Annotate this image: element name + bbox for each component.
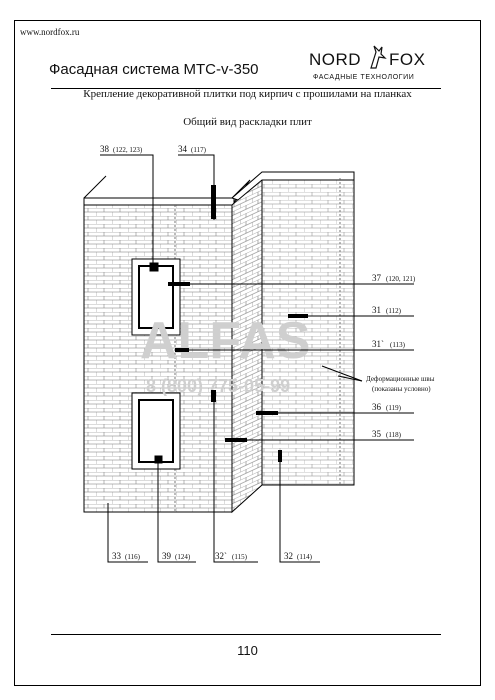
- svg-text:(118): (118): [386, 431, 402, 439]
- svg-text:32: 32: [284, 551, 293, 561]
- site-url[interactable]: www.nordfox.ru: [20, 27, 80, 37]
- callout-39: 39 (124): [162, 551, 191, 561]
- svg-text:(116): (116): [125, 553, 141, 561]
- fox-icon: [370, 45, 387, 69]
- callout-38: 38 (122, 123): [100, 144, 143, 154]
- svg-text:(124): (124): [175, 553, 191, 561]
- svg-text:39: 39: [162, 551, 172, 561]
- svg-text:31`: 31`: [372, 339, 384, 349]
- svg-text:Деформационные швы: Деформационные швы: [366, 375, 435, 383]
- svg-text:36: 36: [372, 402, 382, 412]
- svg-text:35: 35: [372, 429, 382, 439]
- svg-text:(115): (115): [232, 553, 248, 561]
- svg-text:(120, 121): (120, 121): [386, 275, 416, 283]
- logo-left-text: NORD: [309, 50, 362, 69]
- page-title: Фасадная система МТС-v-350: [49, 61, 259, 78]
- footer-rule: [51, 634, 441, 635]
- header-rule: [51, 88, 441, 89]
- svg-text:(114): (114): [297, 553, 313, 561]
- svg-text:32`: 32`: [215, 551, 227, 561]
- page-number: 110: [237, 643, 258, 658]
- svg-text:33: 33: [112, 551, 122, 561]
- svg-text:(117): (117): [191, 146, 207, 154]
- svg-text:(122, 123): (122, 123): [113, 146, 143, 154]
- svg-text:38: 38: [100, 144, 110, 154]
- callout-deformation-joints: Деформационные швы (показаны условно): [366, 375, 435, 393]
- page-frame: [14, 20, 481, 686]
- callout-33: 33 (116): [112, 551, 141, 561]
- callout-35: 35 (118): [372, 429, 402, 439]
- drawing-subtitle: Крепление декоративной плитки под кирпич…: [83, 88, 412, 100]
- svg-text:(113): (113): [390, 341, 406, 349]
- logo-right-text: FOX: [389, 50, 426, 69]
- callout-31-prime: 31` (113): [372, 339, 406, 349]
- watermark-brand: ALFAS: [140, 312, 310, 370]
- svg-text:31: 31: [372, 305, 381, 315]
- svg-text:(112): (112): [386, 307, 402, 315]
- svg-text:37: 37: [372, 273, 382, 283]
- svg-text:(показаны условно): (показаны условно): [372, 385, 431, 393]
- svg-text:34: 34: [178, 144, 188, 154]
- callout-32-prime: 32` (115): [215, 551, 248, 561]
- view-title: Общий вид раскладки плит: [183, 116, 312, 128]
- nordfox-logo: NORD FOX ФАСАДНЫЕ ТЕХНОЛОГИИ: [309, 45, 444, 86]
- callout-32: 32 (114): [284, 551, 313, 561]
- leader-lines: [100, 154, 414, 563]
- right-wall: [231, 171, 355, 486]
- callout-31: 31 (112): [372, 305, 402, 315]
- callout-37: 37 (120, 121): [372, 273, 416, 283]
- watermark-phone: 8 (800) 775-05-99: [146, 376, 290, 396]
- callout-34: 34 (117): [178, 144, 207, 154]
- logo-subtitle: ФАСАДНЫЕ ТЕХНОЛОГИИ: [313, 74, 415, 81]
- svg-text:(119): (119): [386, 404, 402, 412]
- callout-36: 36 (119): [372, 402, 402, 412]
